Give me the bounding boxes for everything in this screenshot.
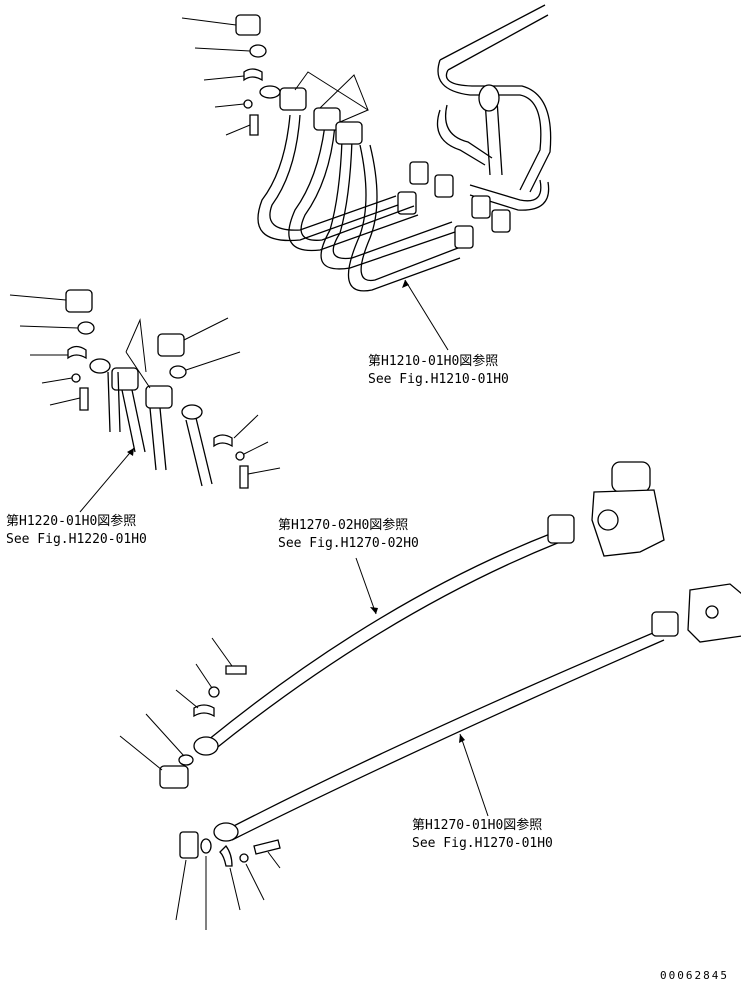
cap-low-1 (159, 765, 189, 789)
flange-right-2 (434, 174, 454, 198)
pump-top (611, 461, 651, 493)
washer-mid-left (71, 373, 81, 383)
washer-low-1 (208, 686, 220, 698)
flange-right-1 (409, 161, 429, 185)
flange-right-6 (454, 225, 474, 249)
split-flange-mid-left (67, 345, 87, 360)
bolt-mid-right (239, 465, 249, 489)
cap-mid-right (157, 333, 185, 357)
bolt-low-1 (225, 665, 247, 675)
ref-label-h1270-01-en: See Fig.H1270-01H0 (412, 836, 553, 851)
washer-low-2 (239, 853, 249, 863)
cap-mid-left (65, 289, 93, 313)
split-flange-mid-right (213, 434, 233, 448)
flange-ring-top (259, 85, 281, 99)
flange-mid-2 (145, 385, 173, 409)
ref-label-h1270-01-jp: 第H1270-01H0図参照 (412, 818, 543, 833)
lower-hose-assembly (119, 461, 741, 930)
flange-ring-mid-right (181, 404, 203, 420)
washer-mid-right (235, 451, 245, 461)
washer-top (243, 99, 253, 109)
oring-top (249, 44, 267, 58)
flange-right-4 (471, 195, 491, 219)
ref-label-h1270-02-en: See Fig.H1270-02H0 (278, 536, 419, 551)
hose-end-2 (213, 822, 239, 842)
cap-low-2 (179, 831, 199, 859)
hose-end-1 (193, 736, 219, 756)
split-flange-low-2 (219, 845, 233, 867)
bolt-low-2 (253, 839, 281, 855)
split-flange-low-1 (193, 704, 215, 718)
flange-mid-1 (111, 367, 139, 391)
ref-label-h1210-en: See Fig.H1210-01H0 (368, 372, 509, 387)
ref-label-h1220-jp: 第H1220-01H0図参照 (6, 514, 137, 529)
oring-low-2 (200, 838, 212, 854)
flange-valve (651, 611, 679, 637)
flange-ring-mid-left (89, 358, 111, 374)
flange-pump (547, 514, 575, 544)
pump-body (591, 489, 665, 557)
ref-label-h1270-02-jp: 第H1270-02H0図参照 (278, 518, 409, 533)
flange-top-3 (335, 121, 363, 145)
oring-mid-right (169, 365, 187, 379)
bolt-top (249, 114, 259, 136)
oring-low-1 (178, 754, 194, 766)
flange-top-1 (279, 87, 307, 111)
top-hose-assembly (181, 4, 552, 351)
oring-mid-left (77, 321, 95, 335)
ref-label-h1210-jp: 第H1210-01H0図参照 (368, 354, 499, 369)
middle-left-hose-assembly (9, 289, 281, 513)
split-flange-top (243, 68, 263, 82)
bolt-mid-left (79, 387, 89, 411)
drawing-number: 00062845 (660, 969, 729, 982)
flange-right-3 (397, 191, 417, 215)
ref-label-h1220-en: See Fig.H1220-01H0 (6, 532, 147, 547)
flange-right-5 (491, 209, 511, 233)
flange-top-2 (313, 107, 341, 131)
cap-top (235, 14, 261, 36)
